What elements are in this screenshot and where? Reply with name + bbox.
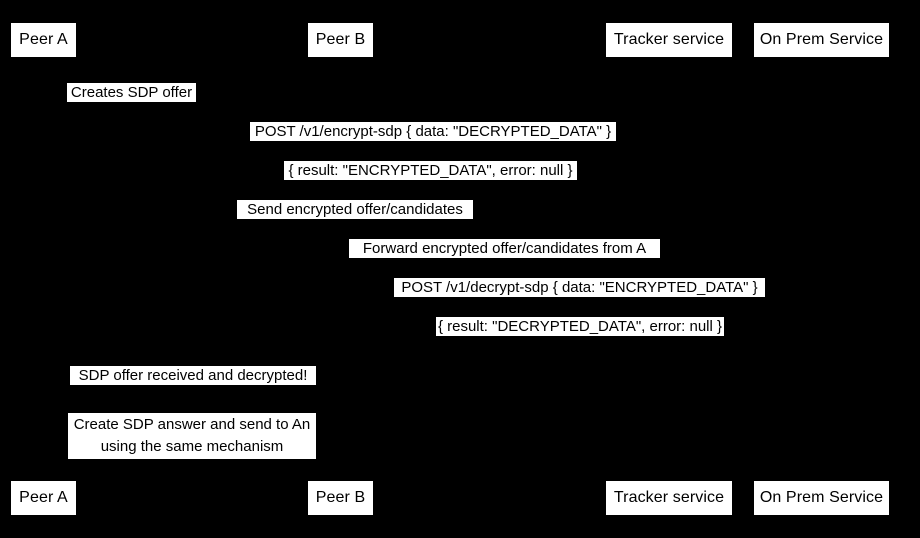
- participant-header-peer-a[interactable]: Peer A: [10, 22, 77, 58]
- message-arrow-forward-encrypted-offer: [349, 260, 660, 261]
- message-arrow-send-encrypted-offer: [237, 221, 473, 222]
- message-arrow-post-encrypt-sdp: [250, 143, 616, 144]
- message-arrow-post-decrypt-sdp: [394, 299, 765, 300]
- participant-footer-peer-b[interactable]: Peer B: [307, 480, 374, 516]
- message-arrow-decrypted-result: [436, 338, 724, 339]
- message-label-sdp-offer-received: SDP offer received and decrypted!: [70, 366, 316, 385]
- participant-header-on-prem-service[interactable]: On Prem Service: [753, 22, 890, 58]
- lifeline-peer-b: [340, 58, 342, 480]
- participant-footer-on-prem-service[interactable]: On Prem Service: [753, 480, 890, 516]
- message-label-send-encrypted-offer: Send encrypted offer/candidates: [237, 200, 473, 219]
- lifeline-on-prem-service: [821, 58, 823, 480]
- participant-footer-peer-a[interactable]: Peer A: [10, 480, 77, 516]
- message-label-decrypted-result: { result: "DECRYPTED_DATA", error: null …: [436, 317, 724, 336]
- message-label-post-decrypt-sdp: POST /v1/decrypt-sdp { data: "ENCRYPTED_…: [394, 278, 765, 297]
- participant-footer-tracker-service[interactable]: Tracker service: [605, 480, 733, 516]
- message-label-encrypted-result: { result: "ENCRYPTED_DATA", error: null …: [284, 161, 577, 180]
- lifeline-tracker-service: [669, 58, 670, 480]
- message-label-post-encrypt-sdp: POST /v1/encrypt-sdp { data: "DECRYPTED_…: [250, 122, 616, 141]
- lifeline-peer-a: [43, 58, 45, 480]
- message-label-create-sdp-answer: Create SDP answer and send to An using t…: [68, 413, 316, 459]
- message-arrow-encrypted-result: [284, 182, 577, 183]
- participant-header-tracker-service[interactable]: Tracker service: [605, 22, 733, 58]
- message-arrow-creates-sdp-offer: [67, 104, 196, 105]
- message-label-forward-encrypted-offer: Forward encrypted offer/candidates from …: [349, 239, 660, 258]
- message-arrow-sdp-offer-received: [70, 387, 316, 388]
- message-label-creates-sdp-offer: Creates SDP offer: [67, 83, 196, 102]
- participant-header-peer-b[interactable]: Peer B: [307, 22, 374, 58]
